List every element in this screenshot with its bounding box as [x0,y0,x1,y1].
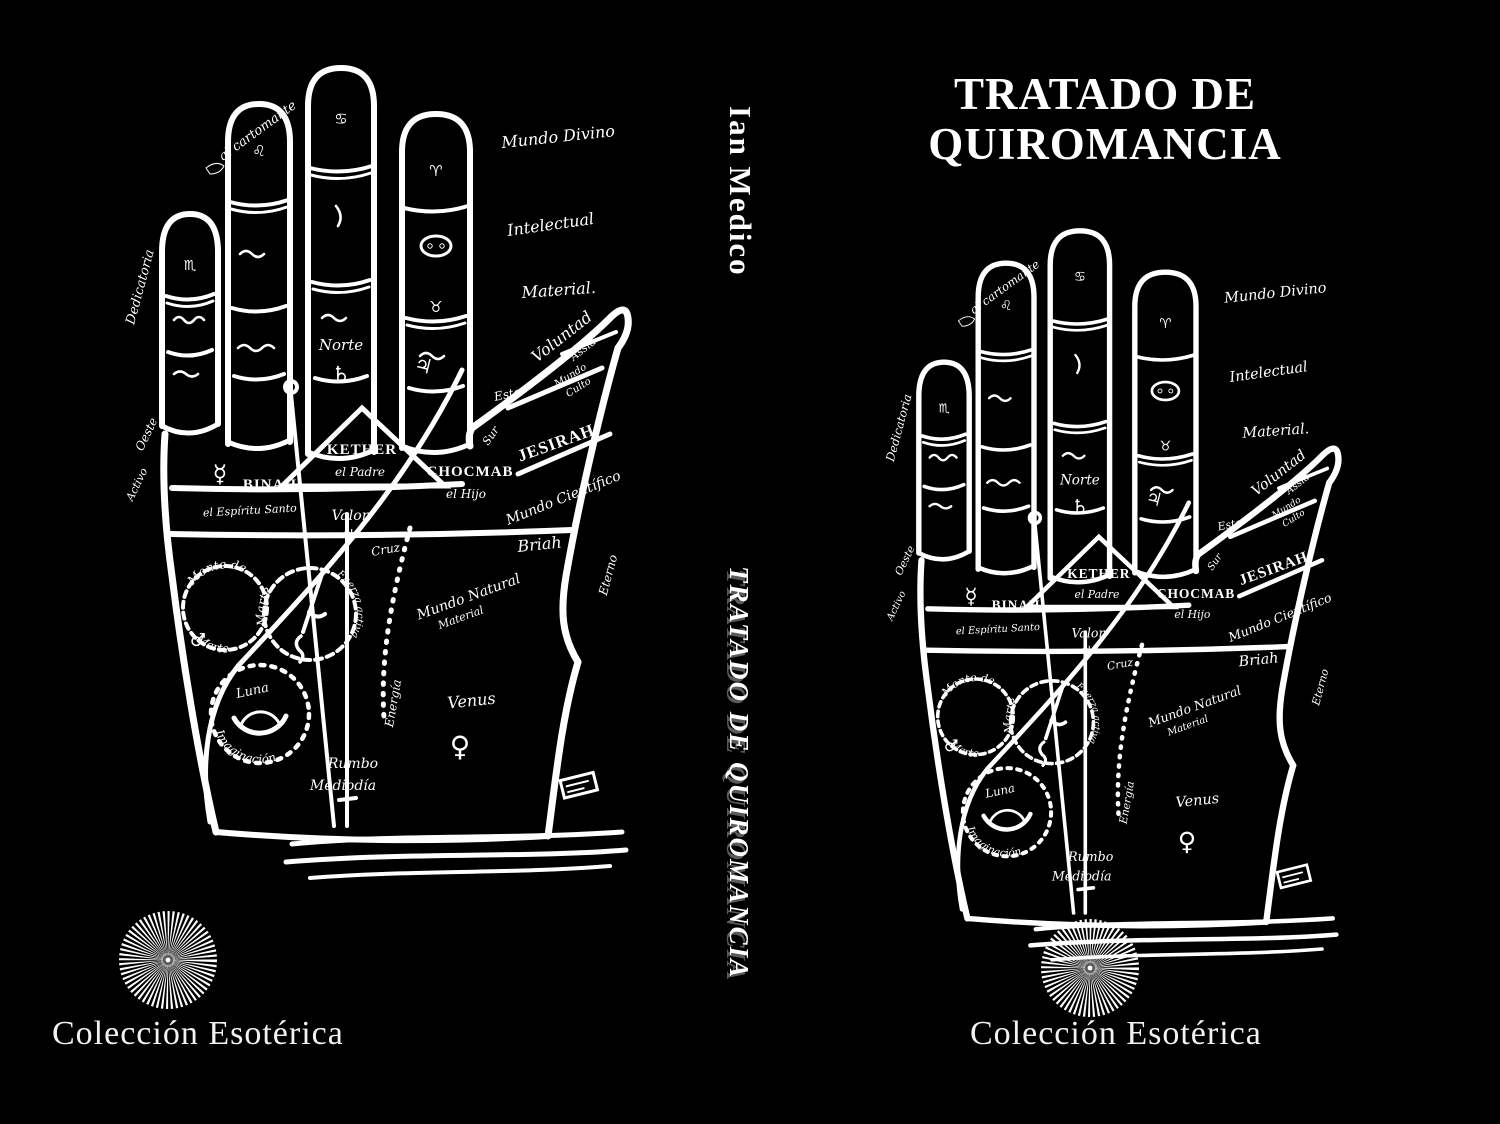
starburst-logo-front [1040,918,1140,1018]
starburst-logo-back [118,910,218,1010]
collection-name-front: Colección Esotérica [970,1015,1262,1052]
spine-author: Ian Medico [723,106,758,277]
book-title-line2: QUIROMANCIA [928,118,1282,169]
book-title-line1: TRATADO DE [953,69,1257,119]
collection-name-back: Colección Esotérica [52,1015,344,1052]
book-title: TRATADO DE QUIROMANCIA [918,69,1292,169]
palmistry-hand-diagram-front [872,220,1394,976]
palmistry-hand-diagram-back [110,56,690,896]
spine-title: TRATADO DE QUIROMANCIA [724,566,754,980]
